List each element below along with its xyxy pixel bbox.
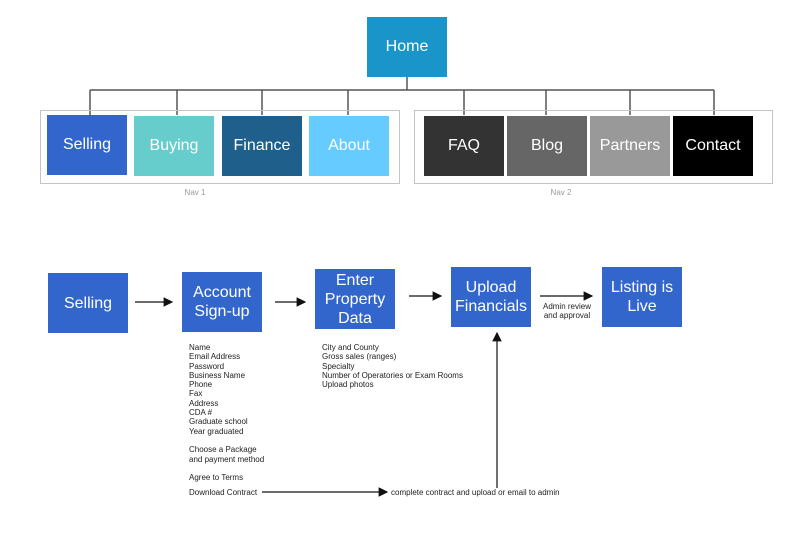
nav2-frame xyxy=(414,110,773,184)
nav2-item-contact[interactable]: Contact xyxy=(673,116,753,176)
flow-step-enter-property-data[interactable]: Enter Property Data xyxy=(315,269,395,329)
download-contract-label: Download Contract xyxy=(189,488,258,497)
signup-field-list: Name Email Address Password Business Nam… xyxy=(189,343,265,483)
nav-item-label: Finance xyxy=(233,137,291,154)
home-label: Home xyxy=(385,38,429,55)
nav-item-label: FAQ xyxy=(447,137,480,154)
nav1-caption: Nav 1 xyxy=(184,188,206,197)
nav2-caption: Nav 2 xyxy=(550,188,572,197)
nav1-item-finance[interactable]: Finance xyxy=(222,116,302,176)
flow-step-listing-live[interactable]: Listing is Live xyxy=(602,267,682,327)
nav1-frame xyxy=(40,110,400,184)
contract-instruction: complete contract and upload or email to… xyxy=(391,488,560,497)
nav2-item-blog[interactable]: Blog xyxy=(507,116,587,176)
home-node[interactable]: Home xyxy=(367,17,447,77)
nav1-item-buying[interactable]: Buying xyxy=(134,116,214,176)
nav-item-label: Blog xyxy=(530,137,564,154)
flow-step-account-signup[interactable]: Account Sign-up xyxy=(182,272,262,332)
nav1-item-selling[interactable]: Selling xyxy=(47,115,127,175)
property-field-list: City and County Gross sales (ranges) Spe… xyxy=(322,343,463,390)
flow-step-upload-financials[interactable]: Upload Financials xyxy=(451,267,531,327)
flow-step-label: Selling xyxy=(63,294,113,312)
nav1-item-about[interactable]: About xyxy=(309,116,389,176)
flow-step-selling[interactable]: Selling xyxy=(48,273,128,333)
nav-item-label: Buying xyxy=(149,137,199,154)
nav-item-label: Contact xyxy=(685,137,741,154)
nav-item-label: About xyxy=(328,137,370,154)
nav2-item-faq[interactable]: FAQ xyxy=(424,116,504,176)
nav2-item-partners[interactable]: Partners xyxy=(590,116,670,176)
flow-step-label: Account Sign-up xyxy=(193,284,251,320)
edge-label-admin-review: Admin review and approval xyxy=(542,302,591,321)
flow-step-label: Upload Financials xyxy=(454,279,528,315)
nav-item-label: Selling xyxy=(62,136,112,153)
flow-step-label: Enter Property Data xyxy=(324,271,386,327)
flow-step-label: Listing is Live xyxy=(610,279,674,315)
nav-item-label: Partners xyxy=(599,137,661,154)
